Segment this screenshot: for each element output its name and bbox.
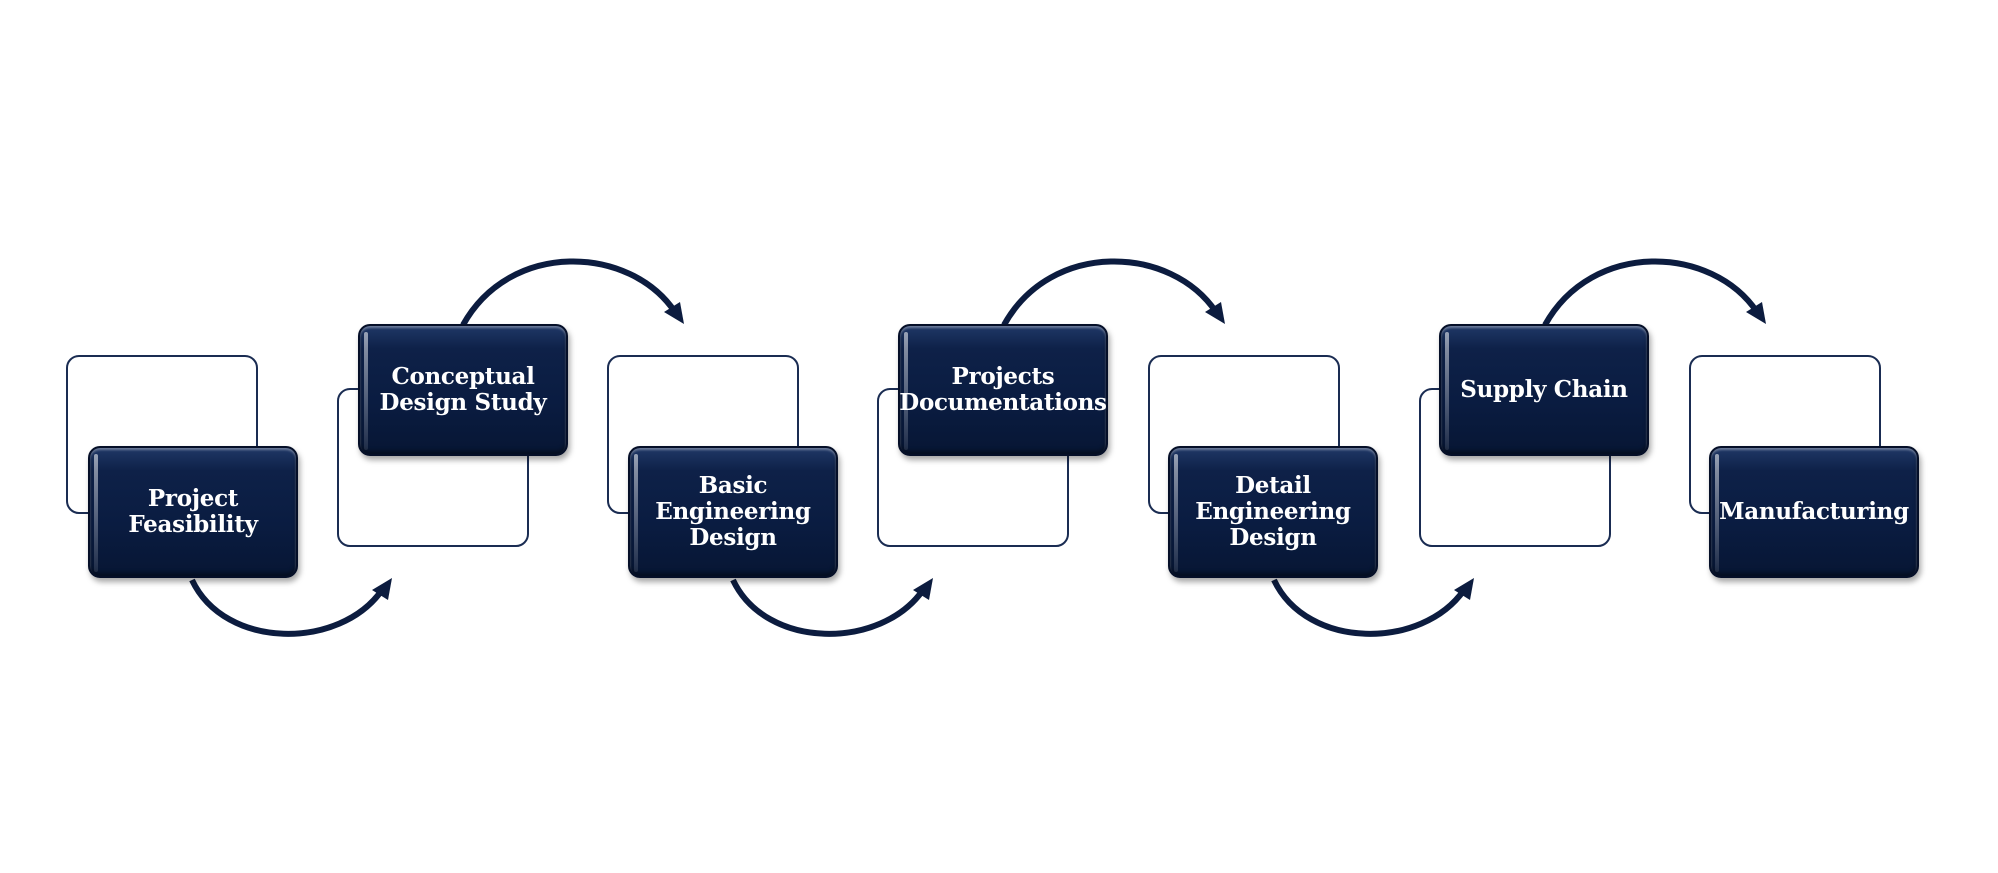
step-conceptual-design-study: Conceptual Design Study	[358, 324, 568, 456]
arrow-head-icon	[372, 578, 392, 600]
arrow-head-icon	[1205, 302, 1225, 324]
step-manufacturing: Manufacturing	[1709, 446, 1919, 578]
connector-arrow	[1001, 258, 1219, 327]
step-label: Supply Chain	[1460, 376, 1628, 403]
step-projects-documentations: Projects Documentations	[898, 324, 1108, 456]
arrow-head-icon	[913, 578, 933, 600]
step-label: Manufacturing	[1719, 498, 1909, 525]
arrow-head-icon	[1454, 578, 1474, 600]
connector-arrow	[730, 578, 926, 637]
step-project-feasibility: Project Feasibility	[88, 446, 298, 578]
arrow-head-icon	[664, 302, 684, 324]
step-label: Detail Engineering Design	[1195, 472, 1351, 551]
connector-arrow	[1542, 258, 1760, 327]
connector-arrow	[1271, 578, 1467, 637]
connector-arrow	[460, 258, 678, 327]
step-basic-engineering-design: Basic Engineering Design	[628, 446, 838, 578]
step-supply-chain: Supply Chain	[1439, 324, 1649, 456]
step-label: Project Feasibility	[128, 485, 258, 538]
arrow-head-icon	[1746, 302, 1766, 324]
step-detail-engineering-design: Detail Engineering Design	[1168, 446, 1378, 578]
step-label: Conceptual Design Study	[379, 363, 547, 416]
step-label: Projects Documentations	[899, 363, 1107, 416]
step-label: Basic Engineering Design	[655, 472, 811, 551]
connector-arrow	[189, 578, 385, 637]
